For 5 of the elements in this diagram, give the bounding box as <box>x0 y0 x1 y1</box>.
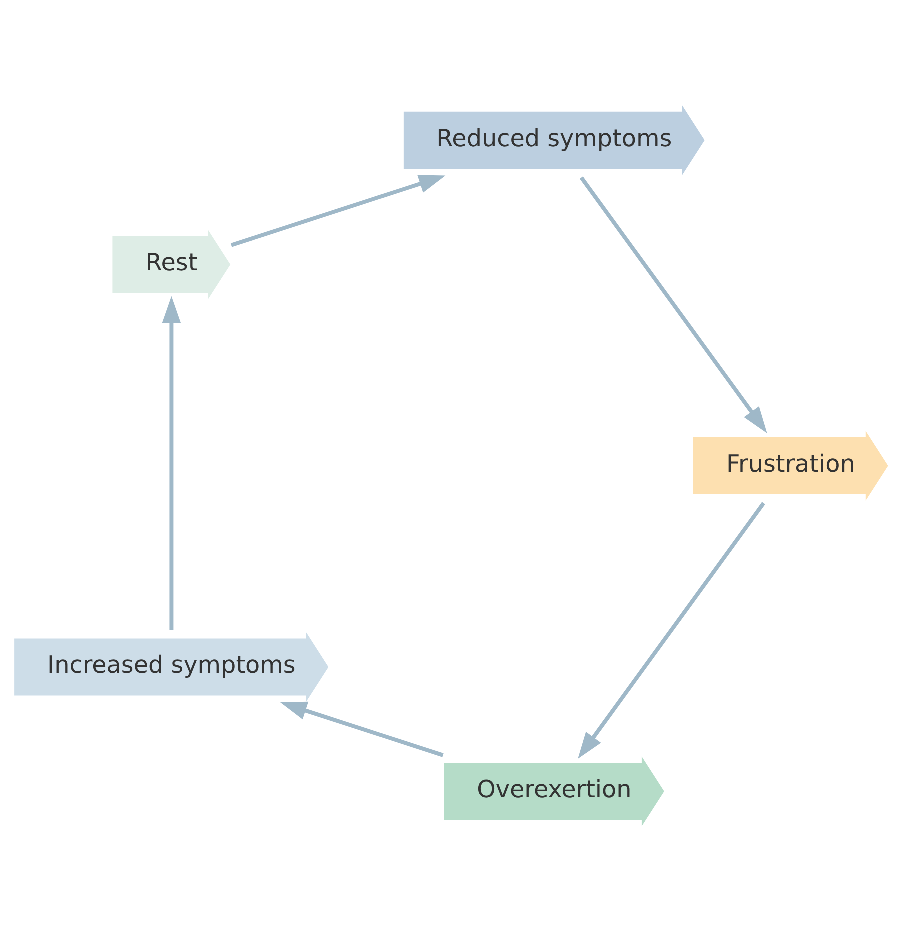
arrow <box>578 502 766 760</box>
arrow <box>162 296 181 630</box>
arrow <box>230 175 446 248</box>
arrow <box>280 702 444 758</box>
arrow <box>580 176 768 434</box>
